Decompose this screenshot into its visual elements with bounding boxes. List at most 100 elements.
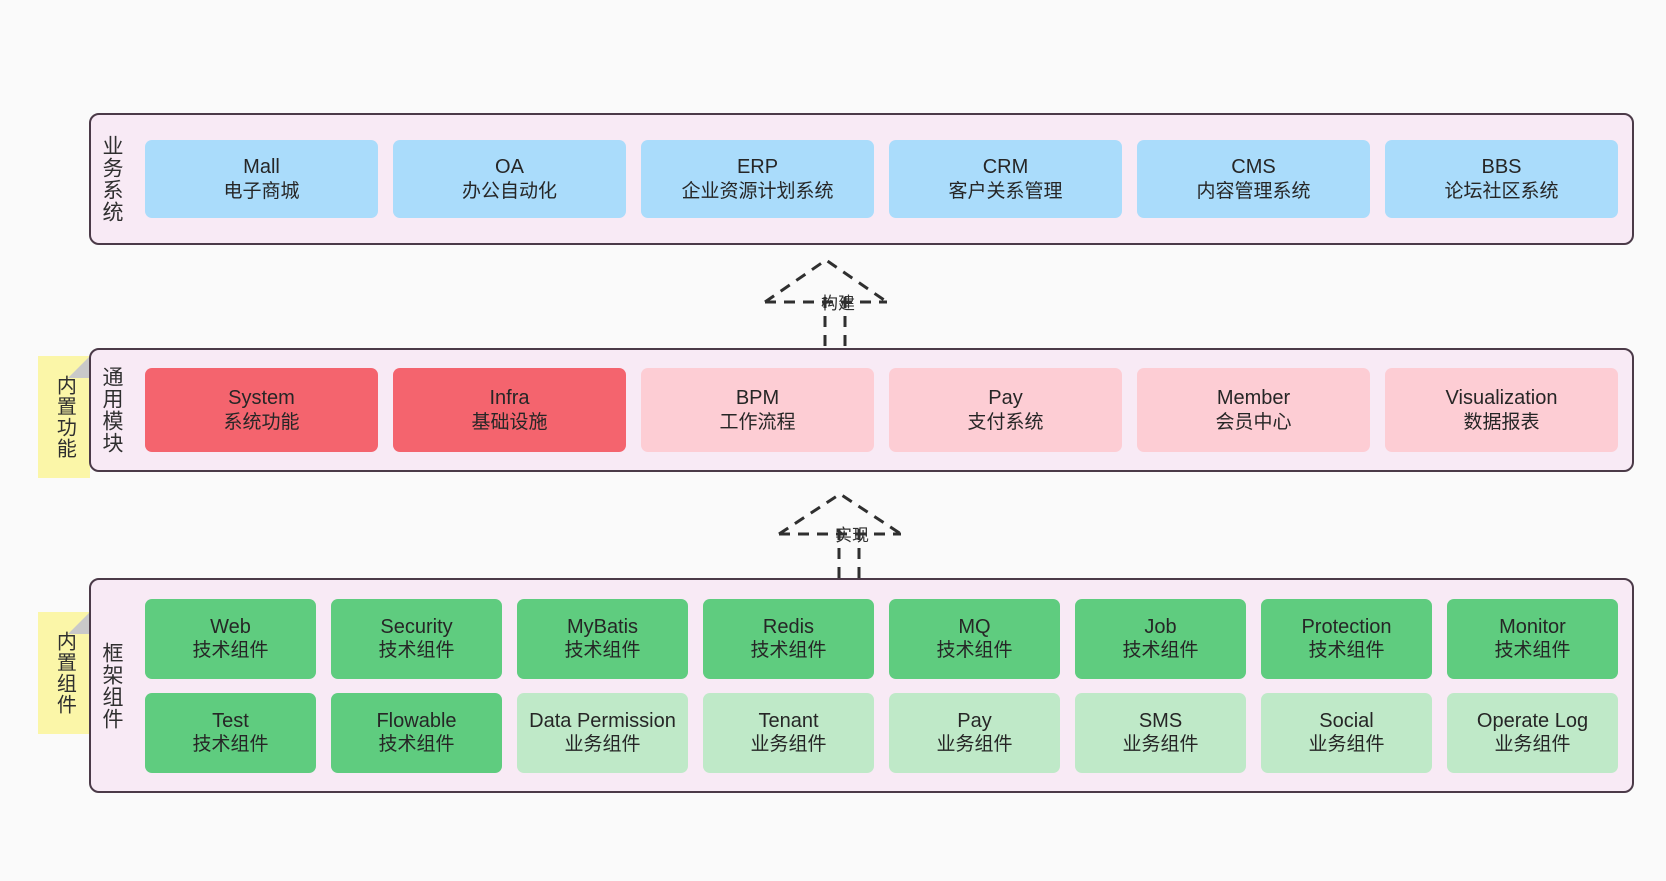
connector-implement: 实现 — [775, 492, 925, 578]
node-title-cn: 论坛社区系统 — [1444, 180, 1559, 202]
connector-build-arrow — [764, 258, 888, 346]
node-title-cn: 业务组件 — [1308, 734, 1385, 756]
node-title-en: Data Permission — [529, 709, 676, 732]
node-title-cn: 会员中心 — [1215, 411, 1292, 433]
node-title-cn: 业务组件 — [1494, 734, 1571, 756]
node-title-en: Test — [212, 709, 249, 732]
node-title-en: Visualization — [1445, 387, 1558, 410]
node-title-en: Social — [1319, 709, 1374, 732]
node-title-cn: 技术组件 — [378, 734, 455, 756]
node-title-cn: 基础设施 — [471, 411, 548, 433]
node-title-cn: 技术组件 — [1308, 640, 1385, 662]
node-title-en: Protection — [1301, 615, 1392, 638]
node-title-cn: 技术组件 — [378, 640, 455, 662]
node-title-en: OA — [495, 156, 524, 179]
node-title-en: MQ — [958, 615, 991, 638]
layer-common-module-title: 通用模块 — [99, 366, 123, 454]
note-tag-builtin-components-label: 内置组件 — [53, 631, 76, 715]
node-title-cn: 企业资源计划系统 — [681, 180, 834, 202]
node-title-en: CMS — [1231, 156, 1276, 179]
node-title-cn: 业务组件 — [564, 734, 641, 756]
node-title-en: Member — [1216, 387, 1291, 410]
note-tag-builtin-features: 内置功能 — [38, 356, 90, 478]
node-title-en: Tenant — [758, 709, 819, 732]
node-title-cn: 支付系统 — [967, 411, 1044, 433]
layer-business-system-title: 业务系统 — [99, 135, 123, 223]
node-title-cn: 数据报表 — [1463, 411, 1540, 433]
node-title-en: Flowable — [376, 709, 457, 732]
node-title-cn: 技术组件 — [936, 640, 1013, 662]
node-title-en: Operate Log — [1476, 709, 1589, 732]
node-title-cn: 技术组件 — [564, 640, 641, 662]
node-title-en: Infra — [489, 387, 530, 410]
node-title-en: Redis — [762, 615, 815, 638]
connector-build: 构建 — [760, 258, 910, 346]
node-title-en: BPM — [735, 387, 780, 410]
connector-build-label: 构建 — [821, 294, 855, 313]
node-title-cn: 业务组件 — [1122, 734, 1199, 756]
connector-implement-arrow — [778, 492, 902, 578]
node-title-en: MyBatis — [566, 615, 639, 638]
node-title-en: CRM — [982, 156, 1029, 179]
node-title-en: SMS — [1138, 709, 1183, 732]
node-title-cn: 内容管理系统 — [1196, 180, 1311, 202]
note-tag-builtin-components: 内置组件 — [38, 612, 90, 734]
node-title-en: Mall — [243, 156, 280, 179]
node-title-en: Job — [1144, 615, 1177, 638]
node-title-cn: 业务组件 — [936, 734, 1013, 756]
node-title-en: Pay — [957, 709, 992, 732]
node-title-cn: 技术组件 — [750, 640, 827, 662]
node-title-cn: 技术组件 — [1122, 640, 1199, 662]
node-title-en: System — [228, 387, 295, 410]
node-title-cn: 电子商城 — [223, 180, 300, 202]
node-title-cn: 技术组件 — [192, 734, 269, 756]
node-title-cn: 业务组件 — [750, 734, 827, 756]
note-tag-builtin-features-label: 内置功能 — [53, 375, 76, 459]
node-title-cn: 客户关系管理 — [948, 180, 1063, 202]
node-title-cn: 技术组件 — [192, 640, 269, 662]
node-title-cn: 工作流程 — [719, 411, 796, 433]
node-title-en: Pay — [988, 387, 1023, 410]
node-title-en: BBS — [1481, 156, 1522, 179]
node-title-cn: 办公自动化 — [461, 180, 557, 202]
connector-implement-label: 实现 — [835, 526, 869, 545]
node-title-en: ERP — [736, 156, 779, 179]
node-title-cn: 系统功能 — [223, 411, 300, 433]
node-title-en: Monitor — [1499, 615, 1566, 638]
